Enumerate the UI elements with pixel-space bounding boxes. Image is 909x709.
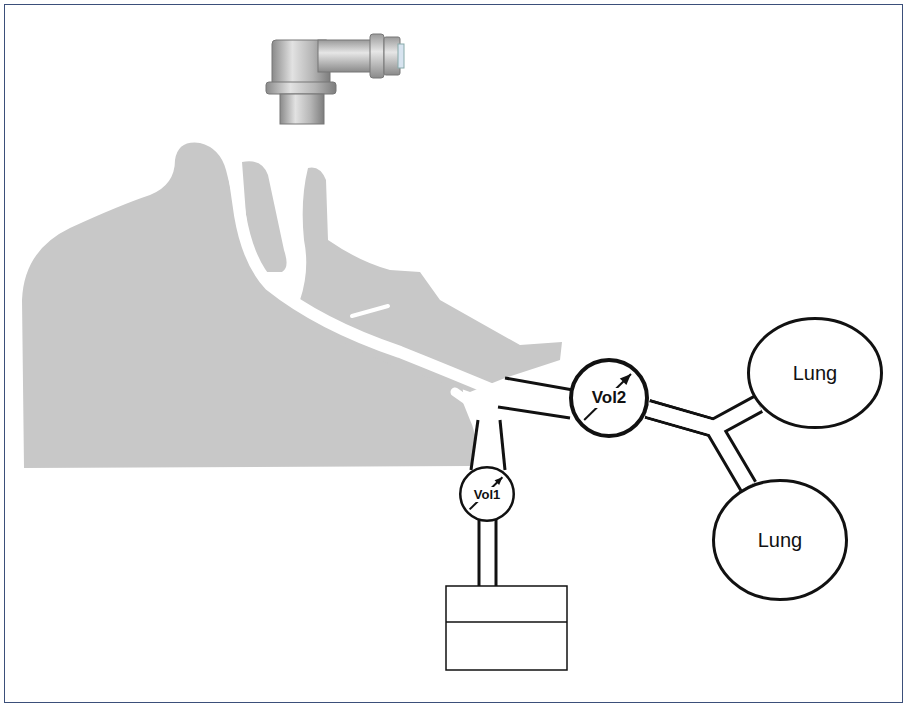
airway-channel	[232, 160, 505, 412]
tube	[498, 378, 573, 418]
outline	[460, 467, 514, 521]
flow-meter: Vol2	[569, 358, 649, 438]
flow-meter: Vol1	[459, 466, 515, 522]
lung-balloon: Lung	[747, 317, 883, 429]
head-section	[22, 143, 562, 468]
meter-needle	[584, 374, 631, 420]
outline	[749, 319, 882, 428]
outline	[571, 360, 647, 436]
meter-label: Vol2	[590, 388, 629, 408]
needle-head	[495, 477, 503, 485]
needle-head	[620, 374, 631, 385]
lung-label: Lung	[758, 529, 803, 552]
meter-label: Vol1	[472, 487, 503, 502]
water-container	[446, 586, 567, 670]
outline	[714, 481, 847, 600]
elbow-connector	[266, 34, 404, 124]
meter-needle	[470, 477, 503, 509]
bronchus-lumen	[647, 409, 748, 486]
lung-label: Lung	[793, 362, 838, 385]
lung-balloon: Lung	[712, 479, 848, 601]
